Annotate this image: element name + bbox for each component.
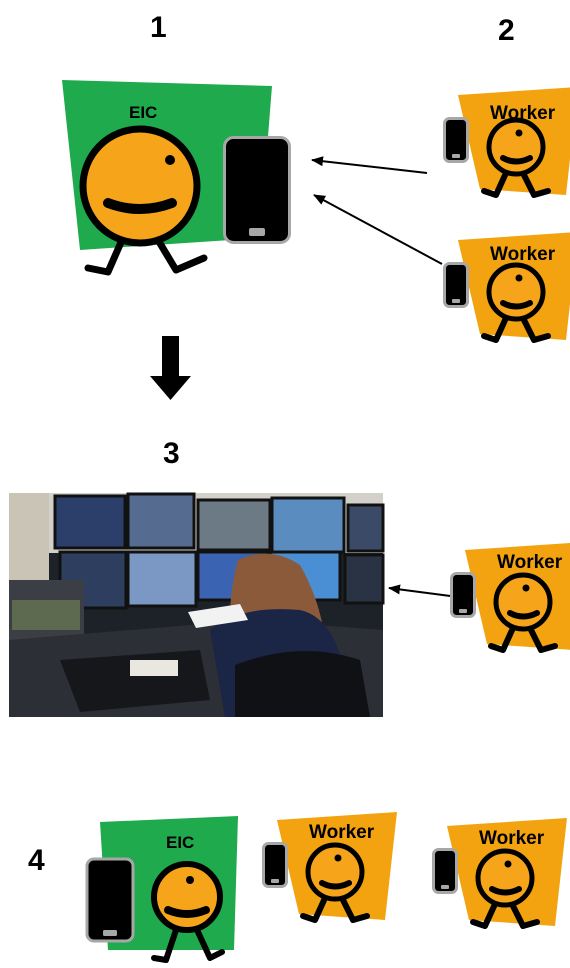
worker-figure: Worker	[452, 542, 570, 650]
eic-figure-small: EIC	[85, 816, 238, 963]
arrow	[388, 584, 459, 598]
phone-icon	[85, 857, 135, 943]
worker-figure: Worker	[434, 818, 568, 926]
worker-label: Worker	[309, 822, 375, 843]
step-number-4: 4	[28, 844, 45, 877]
worker-label: Worker	[490, 103, 556, 124]
eic-label: EIC	[166, 833, 194, 852]
worker-figure: Worker	[445, 232, 570, 340]
eic-figure-large: EIC	[62, 80, 291, 276]
step-number-3: 3	[163, 437, 180, 470]
step-number-1: 1	[150, 11, 167, 44]
worker-label: Worker	[497, 552, 563, 573]
phone-icon	[223, 136, 291, 244]
face	[79, 125, 201, 247]
arrow	[313, 194, 443, 265]
arrow	[311, 156, 428, 174]
down-arrow-icon	[150, 336, 191, 400]
worker-figure: Worker	[445, 87, 570, 195]
worker-figure: Worker	[264, 812, 398, 920]
step-number-2: 2	[498, 14, 515, 47]
control-room-photo	[9, 492, 385, 717]
worker-label: Worker	[490, 244, 556, 265]
eic-label: EIC	[129, 103, 157, 122]
worker-label: Worker	[479, 828, 545, 849]
